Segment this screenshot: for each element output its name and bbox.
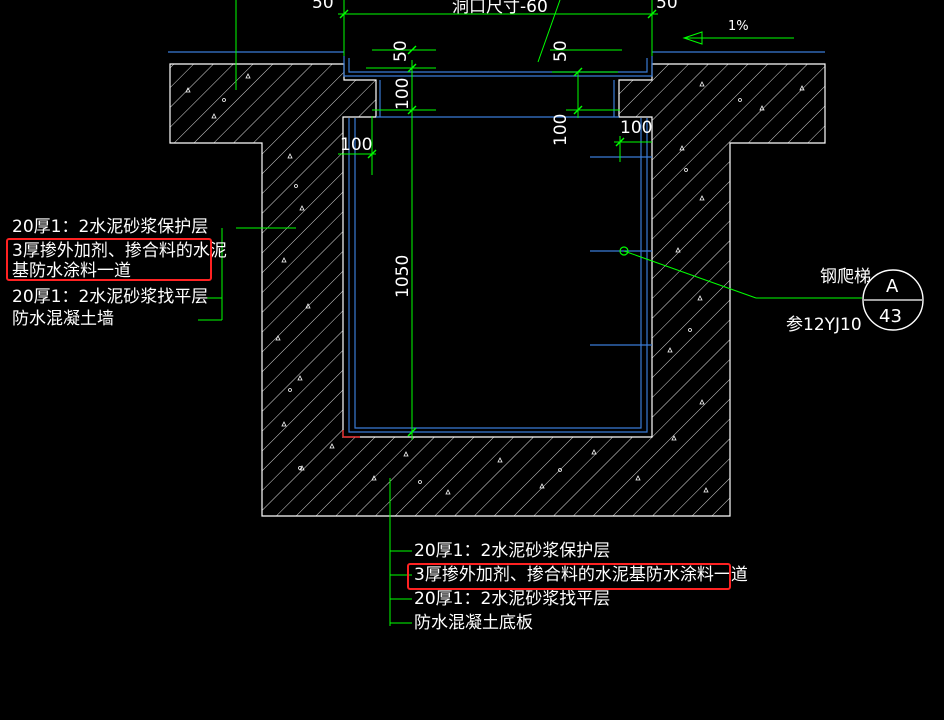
- corner-marker: [342, 430, 360, 438]
- ladder-reference: 参12YJ10: [786, 315, 862, 335]
- highlight-box-floor: [407, 563, 731, 590]
- detail-letter: A: [886, 276, 899, 297]
- slope-arrow-icon: [682, 31, 703, 45]
- dim-top-right: 50: [656, 0, 678, 13]
- dimension-lines: [198, 0, 862, 626]
- detail-number: 43: [879, 306, 902, 327]
- dim-wall-left: 100: [340, 135, 372, 155]
- dim-ledge-right: 50: [551, 40, 571, 62]
- concrete-wall-hatch: [169, 63, 826, 517]
- wall-layer-2b: 基防水涂料一道: [12, 261, 131, 281]
- floor-layer-1: 20厚1：2水泥砂浆保护层: [414, 541, 610, 561]
- wall-layer-2a: 3厚掺外加剂、掺合料的水泥: [12, 241, 227, 261]
- wall-layer-3: 20厚1：2水泥砂浆找平层: [12, 287, 208, 307]
- ladder-label: 钢爬梯: [820, 267, 871, 287]
- waterproof-layer-lines: [168, 51, 825, 433]
- concrete-aggregate-marks: [185, 73, 805, 495]
- detail-callout-circle: [862, 269, 924, 331]
- floor-layer-2: 3厚掺外加剂、掺合料的水泥基防水涂料一道: [414, 565, 748, 585]
- dim-ledge-left: 50: [391, 40, 411, 62]
- slope-label: 1%: [728, 19, 749, 34]
- dim-step-right: 100: [551, 114, 571, 146]
- floor-layer-3: 20厚1：2水泥砂浆找平层: [414, 589, 610, 609]
- dim-depth: 1050: [393, 255, 413, 298]
- highlight-box-wall: [6, 238, 212, 281]
- ladder-rung-lines: [590, 156, 652, 346]
- dim-opening: 洞口尺寸-60: [452, 0, 548, 17]
- floor-layer-4: 防水混凝土底板: [414, 613, 533, 633]
- dim-step-left: 100: [393, 78, 413, 110]
- dim-wall-right: 100: [620, 118, 652, 138]
- dimension-ticks: [339, 9, 657, 437]
- wall-layer-1: 20厚1：2水泥砂浆保护层: [12, 217, 208, 237]
- dim-top-left: 50: [312, 0, 334, 13]
- wall-layer-4: 防水混凝土墙: [12, 309, 114, 329]
- ladder-leader-dot: [619, 246, 629, 256]
